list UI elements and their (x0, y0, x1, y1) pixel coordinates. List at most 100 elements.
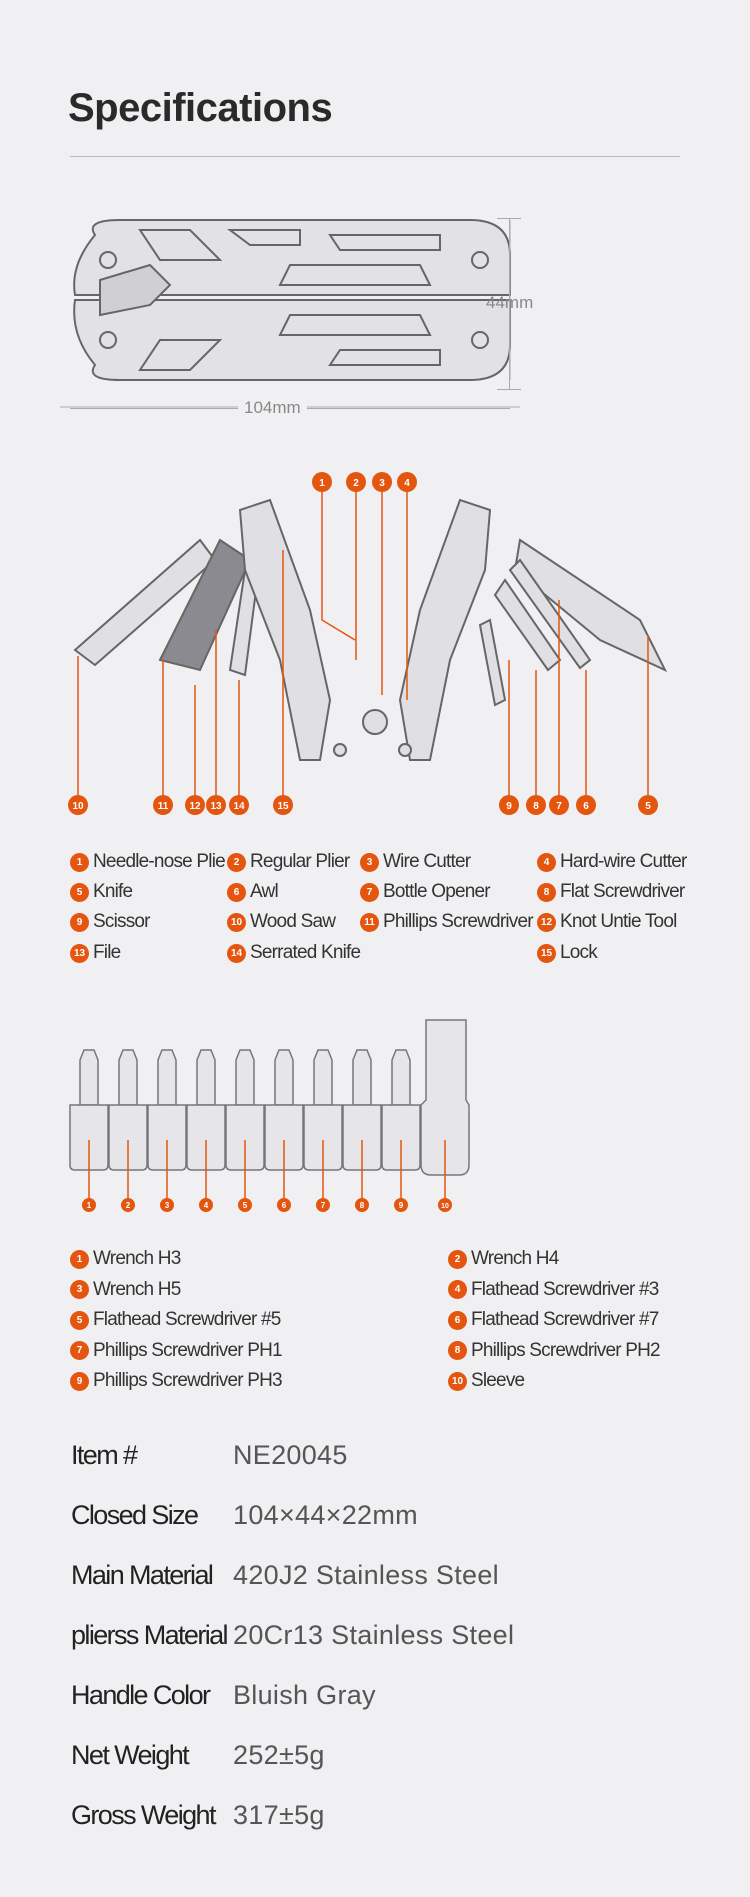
number-badge: 9 (70, 1371, 89, 1391)
tool-legend-label: Wood Saw (250, 911, 336, 932)
svg-text:9: 9 (399, 1201, 404, 1210)
callout-1: 1 (319, 478, 325, 489)
svg-text:2: 2 (126, 1201, 131, 1210)
spec-label: plierss Material (71, 1620, 229, 1650)
bit-legend-label: Flathead Screwdriver #5 (93, 1309, 281, 1330)
number-badge: 14 (227, 943, 246, 963)
bit-legend-label: Wrench H4 (471, 1248, 559, 1269)
number-badge: 10 (227, 912, 246, 932)
svg-text:6: 6 (282, 1201, 287, 1210)
callout-12: 12 (189, 801, 201, 812)
tool-legend-label: Knot Untie Tool (560, 911, 677, 932)
bit-legend-label: Flathead Screwdriver #7 (471, 1309, 659, 1330)
dimension-tick (497, 389, 521, 390)
exploded-tool-illustration (73, 498, 668, 761)
number-badge: 4 (537, 852, 556, 872)
spec-value: 104×44×22mm (233, 1500, 418, 1530)
tool-legend-label: Bottle Opener (383, 881, 491, 902)
bit-legend-label: Phillips Screwdriver PH3 (93, 1370, 283, 1391)
callout-14: 14 (233, 801, 245, 812)
page-title: Specifications (68, 86, 333, 130)
spec-row: Main Material 420J2 Stainless Steel (71, 1560, 499, 1591)
callout-15: 15 (277, 801, 289, 812)
bit-holder (147, 1104, 187, 1171)
number-badge: 12 (537, 912, 556, 932)
number-badge: 9 (70, 912, 89, 932)
number-badge: 2 (448, 1249, 467, 1269)
bit-holder (342, 1104, 382, 1171)
spec-label: Main Material (71, 1560, 214, 1590)
spec-label: Item # (71, 1440, 138, 1470)
bit-legend-label: Phillips Screwdriver PH2 (471, 1339, 661, 1361)
bit-holder (381, 1104, 421, 1171)
spec-row: Item # NE20045 (71, 1440, 348, 1471)
tool-legend-label: Regular Plier (250, 851, 350, 872)
bit-legend-label: Wrench H3 (93, 1248, 181, 1269)
svg-text:10: 10 (441, 1203, 449, 1210)
bit-holder (69, 1104, 109, 1171)
title-divider (70, 156, 680, 157)
number-badge: 2 (227, 852, 246, 872)
bit-shank (79, 1049, 99, 1106)
bit-shank (235, 1049, 255, 1106)
bit-shank (313, 1049, 333, 1106)
spec-value: NE20045 (233, 1440, 348, 1470)
tool-legend-label: Awl (250, 881, 279, 902)
sleeve (420, 1019, 470, 1176)
bit-legend-label: Flathead Screwdriver #3 (471, 1278, 659, 1300)
spec-value: Bluish Gray (233, 1680, 376, 1710)
callout-11: 11 (158, 801, 169, 812)
callout-7: 7 (556, 801, 562, 812)
height-dimension-line (509, 218, 510, 390)
svg-text:3: 3 (165, 1201, 170, 1210)
callout-2: 2 (353, 478, 359, 489)
bit-shank (157, 1049, 177, 1106)
tool-legend-label: Scissor (93, 911, 150, 932)
number-badge: 6 (448, 1310, 467, 1330)
number-badge: 15 (537, 943, 556, 963)
tool-legend-label: Wire Cutter (383, 851, 471, 872)
number-badge: 10 (448, 1371, 467, 1391)
bit-holder (186, 1104, 226, 1171)
callout-9: 9 (506, 801, 512, 812)
callout-4: 4 (404, 478, 410, 489)
length-dimension-label: 104mm (238, 398, 307, 418)
number-badge: 7 (70, 1341, 89, 1360)
number-badge: 5 (70, 1310, 89, 1330)
number-badge: 11 (360, 912, 379, 932)
bit-holder (225, 1104, 265, 1171)
tool-legend-label: Flat Screwdriver (560, 881, 685, 902)
callout-6: 6 (583, 801, 589, 812)
number-badge: 3 (70, 1280, 89, 1299)
closed-tool-illustration (60, 219, 520, 408)
svg-text:8: 8 (360, 1201, 365, 1210)
callout-10: 10 (72, 801, 84, 812)
tool-legend-label: Hard-wire Cutter (560, 851, 687, 872)
spec-value: 420J2 Stainless Steel (233, 1560, 499, 1590)
bit-holder (303, 1104, 343, 1171)
dimension-tick (497, 218, 521, 219)
spec-value: 20Cr13 Stainless Steel (233, 1620, 515, 1650)
number-badge: 1 (70, 1249, 89, 1269)
